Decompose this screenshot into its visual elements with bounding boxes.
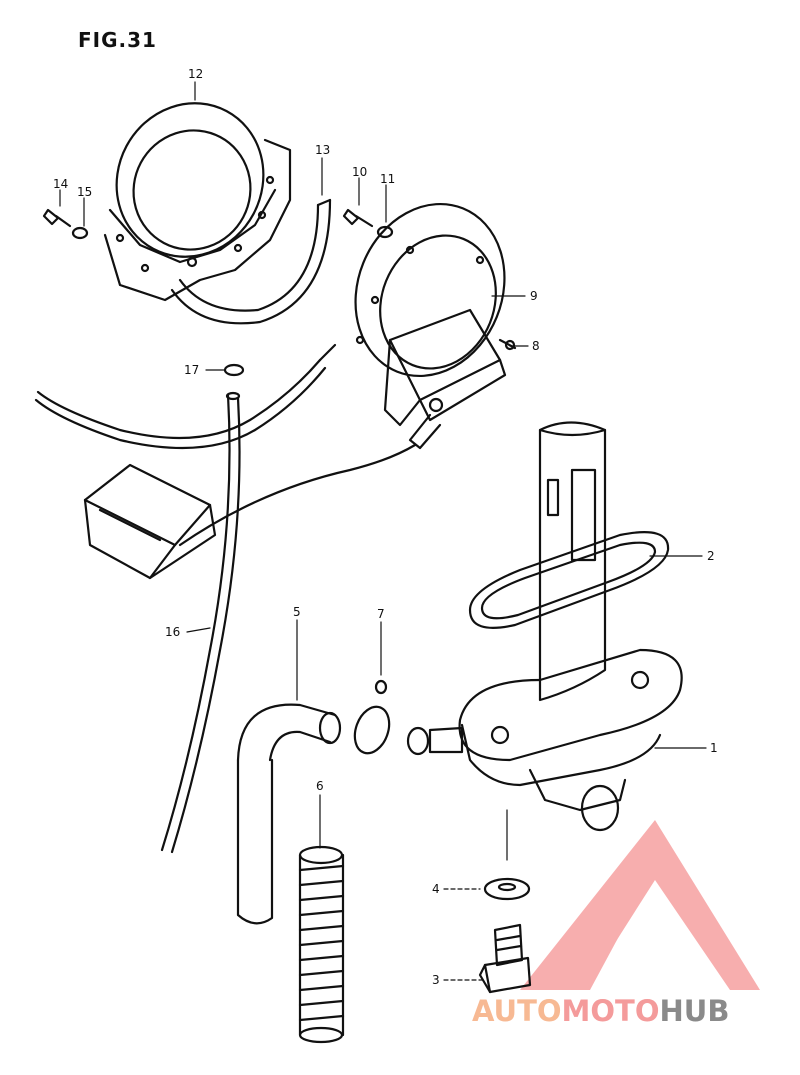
callout-2: 2 xyxy=(707,549,715,563)
callout-5: 5 xyxy=(293,605,301,619)
part-10-bolt xyxy=(342,208,374,228)
callout-10: 10 xyxy=(352,165,367,179)
callout-17: 17 xyxy=(184,363,199,377)
part-11-washer xyxy=(376,225,394,239)
callout-16: 16 xyxy=(165,625,180,639)
watermark-text: AUTOMOTOHUB xyxy=(472,994,729,1028)
callout-8: 8 xyxy=(532,339,540,353)
callout-12: 12 xyxy=(188,67,203,81)
part-12-band xyxy=(103,102,292,302)
watermark-moto: MOTO xyxy=(561,994,660,1028)
part-3-bolt xyxy=(478,923,532,994)
callout-15: 15 xyxy=(77,185,92,199)
part-16-hose xyxy=(160,391,241,854)
leader-lines xyxy=(59,81,707,981)
wire-harness xyxy=(34,343,417,547)
callout-13: 13 xyxy=(315,143,330,157)
callout-9: 9 xyxy=(530,289,538,303)
part-4-washer xyxy=(483,877,531,901)
part-5-elbow-hose xyxy=(236,703,342,925)
part-15-washer xyxy=(71,226,89,240)
callout-labels: 12 13 14 15 10 11 9 8 17 2 16 5 7 1 6 4 … xyxy=(53,67,718,987)
part-8-screw xyxy=(498,338,517,351)
part-1-fuel-cock xyxy=(406,421,683,832)
callout-14: 14 xyxy=(53,177,68,191)
part-9-fuel-gauge-unit xyxy=(354,202,507,450)
callout-4: 4 xyxy=(432,882,440,896)
watermark-logo xyxy=(520,820,760,990)
callout-11: 11 xyxy=(380,172,395,186)
watermark-hub: HUB xyxy=(659,994,730,1028)
part-14-bolt xyxy=(42,208,72,228)
callout-3: 3 xyxy=(432,973,440,987)
part-13-strap xyxy=(170,198,332,325)
part-6-spring xyxy=(298,845,345,1044)
figure-title: FIG.31 xyxy=(78,28,157,52)
part-17-clip xyxy=(223,363,245,377)
callout-6: 6 xyxy=(316,779,324,793)
callout-7: 7 xyxy=(377,607,385,621)
part-7-clamp xyxy=(353,679,391,755)
part-2-gasket xyxy=(468,531,670,629)
wire-connector xyxy=(83,463,217,580)
watermark-auto: AUTO xyxy=(472,994,562,1028)
callout-1: 1 xyxy=(710,741,718,755)
